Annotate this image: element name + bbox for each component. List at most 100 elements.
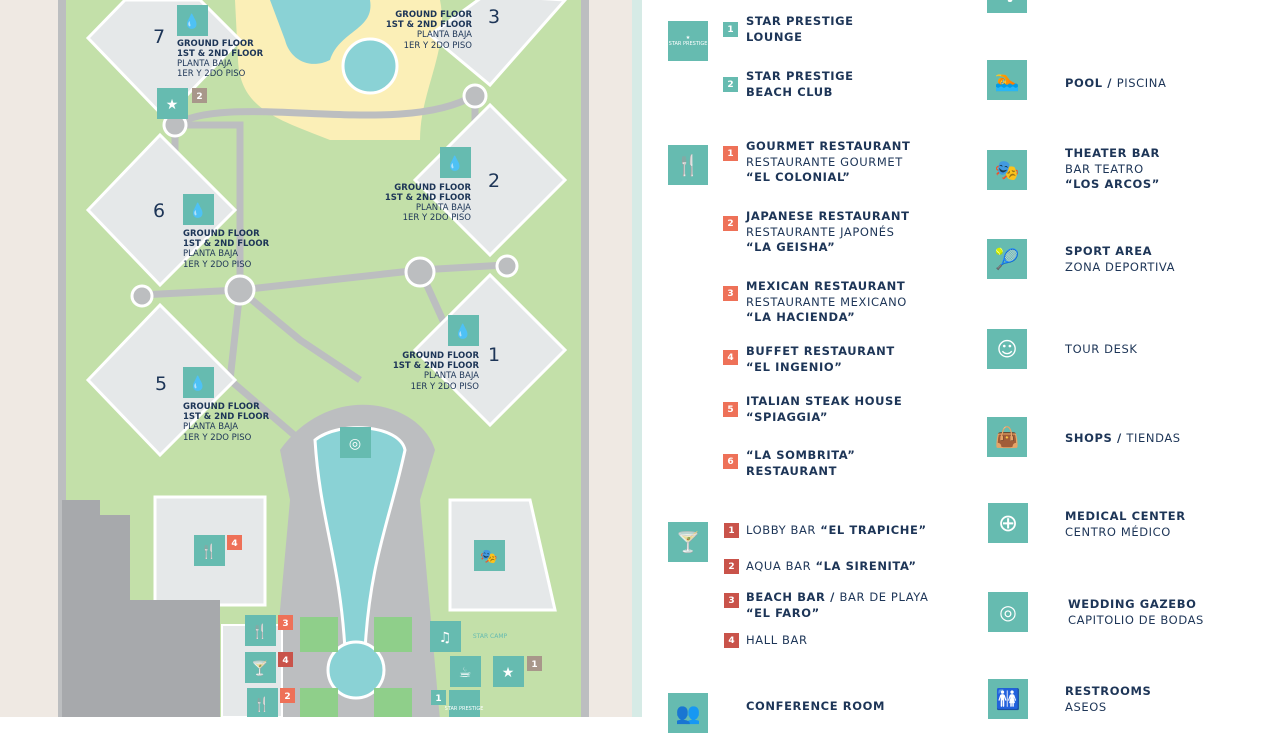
svg-text:💧: 💧 (183, 13, 200, 30)
svg-text:3: 3 (282, 619, 288, 629)
svg-text:STAR CAMP: STAR CAMP (473, 633, 508, 640)
cocktail-icon: 🍸 (668, 522, 708, 562)
badge: 3 (724, 593, 739, 608)
svg-text:PLANTA BAJA: PLANTA BAJA (416, 203, 471, 213)
theater-marker (474, 540, 505, 571)
legend-item-bar: AQUA BAR “LA SIRENITA” (746, 559, 917, 573)
badge: 2 (723, 216, 738, 231)
svg-text:GROUND FLOOR: GROUND FLOOR (183, 402, 260, 412)
svg-text:2: 2 (488, 170, 500, 192)
svg-text:1: 1 (435, 694, 441, 704)
parking-area (62, 500, 220, 717)
legend-item-bar: LOBBY BAR “EL TRAPICHE” (746, 523, 927, 537)
main-pool (313, 426, 407, 652)
svg-text:1ER Y 2DO PISO: 1ER Y 2DO PISO (403, 213, 472, 223)
building-1 (412, 272, 568, 428)
medical-cross-icon: ⊕ (988, 503, 1028, 543)
buffet-marker (194, 535, 225, 566)
badge: 5 (723, 402, 738, 417)
legend-item-shops: SHOPS / TIENDAS (1065, 431, 1181, 445)
svg-text:GROUND FLOOR: GROUND FLOOR (183, 229, 260, 239)
svg-text:☕: ☕ (459, 665, 472, 681)
svg-text:1ER Y 2DO PISO: 1ER Y 2DO PISO (177, 69, 246, 79)
badge: 1 (724, 523, 739, 538)
resort-map[interactable]: 💧💧💧 💧💧★ ◎🍴🎭 🍴🍸🍴 ♫☕★ STAR PRESTIGE STAR C… (0, 0, 632, 717)
building-5 (85, 302, 238, 458)
badge: 4 (724, 633, 739, 648)
svg-text:1ST & 2ND FLOOR: 1ST & 2ND FLOOR (393, 361, 480, 371)
svg-text:1: 1 (531, 660, 537, 670)
svg-text:PLANTA BAJA: PLANTA BAJA (177, 59, 232, 69)
legend-item-pool: POOL / PISCINA (1065, 76, 1167, 90)
svg-text:🍴: 🍴 (251, 623, 268, 640)
svg-text:1ER Y 2DO PISO: 1ER Y 2DO PISO (183, 433, 252, 443)
svg-text:1ST & 2ND FLOOR: 1ST & 2ND FLOOR (177, 49, 264, 59)
building-6 (85, 132, 238, 288)
fork-knife-icon: 🍴 (668, 145, 708, 185)
shop-bag-icon: 👜 (987, 417, 1027, 457)
svg-text:GROUND FLOOR: GROUND FLOOR (395, 10, 472, 20)
svg-text:3: 3 (488, 6, 500, 28)
svg-text:4: 4 (282, 656, 288, 666)
svg-text:2: 2 (196, 92, 202, 102)
legend-item-restaurant: ITALIAN STEAK HOUSE“SPIAGGIA” (746, 394, 903, 424)
svg-text:PLANTA BAJA: PLANTA BAJA (183, 249, 238, 259)
svg-text:1: 1 (488, 344, 500, 366)
restroom-icon: 🚻 (988, 679, 1028, 719)
star-marker (157, 88, 188, 119)
svg-text:PLANTA BAJA: PLANTA BAJA (424, 371, 479, 381)
svg-text:◎: ◎ (349, 436, 361, 452)
svg-text:🍸: 🍸 (251, 659, 268, 677)
beach-area (0, 0, 62, 717)
wedding-marker (340, 427, 371, 458)
svg-text:1ER Y 2DO PISO: 1ER Y 2DO PISO (404, 41, 473, 51)
badge: 1 (723, 146, 738, 161)
svg-text:🎭: 🎭 (480, 549, 497, 565)
badge: 3 (723, 286, 738, 301)
wedding-rings-icon: ◎ (988, 592, 1028, 632)
svg-text:6: 6 (153, 200, 165, 222)
svg-text:💧: 💧 (454, 323, 471, 340)
sport-icon: 🎾 (987, 239, 1027, 279)
svg-text:♫: ♫ (439, 630, 452, 646)
building-2 (412, 102, 568, 258)
badge: 1 (723, 22, 738, 37)
svg-text:5: 5 (155, 373, 167, 395)
svg-text:💧: 💧 (189, 375, 206, 392)
svg-text:PLANTA BAJA: PLANTA BAJA (183, 422, 238, 432)
badge: 2 (723, 77, 738, 92)
svg-text:1ER Y 2DO PISO: 1ER Y 2DO PISO (183, 260, 252, 270)
theater-mask-icon: 🎭 (987, 150, 1027, 190)
legend-item-tour-desk: TOUR DESK (1065, 342, 1138, 356)
music-icon: ♫ (987, 0, 1027, 13)
svg-text:1ST & 2ND FLOOR: 1ST & 2ND FLOOR (386, 20, 473, 30)
svg-text:4: 4 (231, 539, 237, 549)
svg-text:🍴: 🍴 (200, 543, 217, 560)
svg-text:1ER Y 2DO PISO: 1ER Y 2DO PISO (411, 382, 480, 392)
badge: 2 (724, 559, 739, 574)
svg-text:1ST & 2ND FLOOR: 1ST & 2ND FLOOR (183, 239, 270, 249)
building-3 (427, 0, 568, 88)
svg-text:GROUND FLOOR: GROUND FLOOR (394, 183, 471, 193)
svg-text:7: 7 (153, 26, 165, 48)
svg-text:★: ★ (166, 97, 179, 113)
pool-icon: 🏊 (987, 60, 1027, 100)
tour-desk-icon: ☺ (987, 329, 1027, 369)
svg-text:💧: 💧 (446, 155, 463, 172)
svg-text:GROUND FLOOR: GROUND FLOOR (402, 351, 479, 361)
conference-icon: 👥 (668, 693, 708, 733)
svg-text:PLANTA BAJA: PLANTA BAJA (417, 30, 472, 40)
legend-item-conference: CONFERENCE ROOM (746, 699, 886, 713)
star-prestige-icon: ★STAR PRESTIGE (668, 21, 708, 61)
svg-text:2: 2 (284, 692, 290, 702)
legend-item-bar: BEACH BAR / BAR DE PLAYA“EL FARO” (746, 590, 929, 620)
